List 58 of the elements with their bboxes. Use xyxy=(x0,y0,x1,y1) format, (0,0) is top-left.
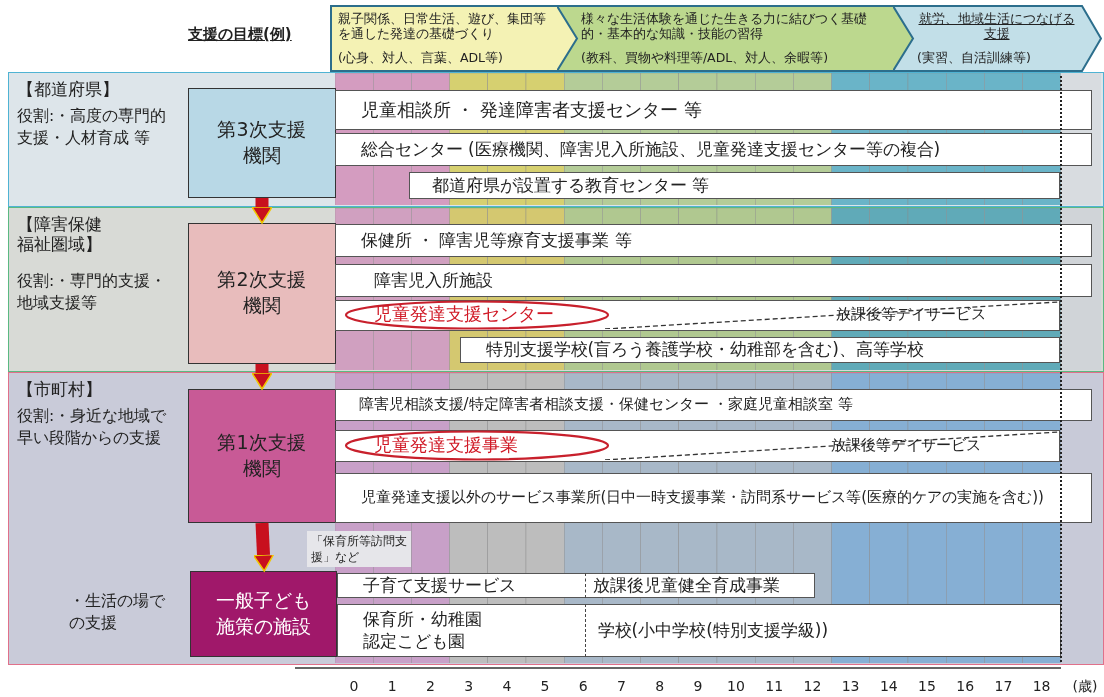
service-name: 児童発達支援センター xyxy=(373,303,554,325)
region-heading: 【都道府県】 xyxy=(17,79,120,100)
tick-label: 6 xyxy=(578,678,588,695)
tick-label: 4 xyxy=(502,678,512,695)
service-bar: 総合センター (医療機関、障害児入所施設、児童発達支援センター等の複合) xyxy=(334,132,1092,166)
goal-text: 就労、地域生活につなげる支援 xyxy=(917,11,1076,41)
service-bar: 学校(小中学校(特別支援学級)) xyxy=(584,603,1061,657)
service-bar: 特別支援学校(盲ろう養護学校・幼稚部を含む)、高等学校 xyxy=(459,336,1060,363)
tick-label: 16 xyxy=(956,678,975,695)
tick-label: 18 xyxy=(1032,678,1051,695)
edge-label: 「保育所等訪問支援」など xyxy=(307,531,411,568)
service-bar: 児童発達支援以外のサービス事業所(日中一時支援事業・訪問系サービス等(医療的ケアの実施を含む)) xyxy=(334,472,1092,523)
goal-text: 親子関係、日常生活、遊び、集団等を通した発達の基礎づくり xyxy=(338,11,547,41)
service-bar: 障害児相談支援/特定障害者相談支援・保健センター ・家庭児童相談室 等 xyxy=(334,388,1092,421)
tick-label: 2 xyxy=(426,678,435,695)
example-text: (実習、自活訓練等) xyxy=(917,50,1031,65)
service-bar: 保健所 ・ 障害児等療育支援事業 等 xyxy=(334,223,1092,257)
tick-label: 11 xyxy=(765,678,784,695)
service-name: 放課後等デイサービス xyxy=(835,305,986,323)
tick-label: 14 xyxy=(879,678,898,695)
tick-label: 7 xyxy=(617,678,626,695)
title: 支援の目標(例) xyxy=(188,25,292,43)
region-heading: 【障害保健福祉圏域】 xyxy=(17,214,103,255)
tick-label: 5 xyxy=(540,678,550,695)
tick-label: 15 xyxy=(918,678,936,695)
tick-label: 10 xyxy=(727,678,745,695)
arrow xyxy=(252,522,275,572)
service-name: 児童発達支援事業 xyxy=(373,433,518,456)
tier-box: 第1次支援機関 xyxy=(187,388,336,523)
example-text: (教科、買物や料理等/ADL、対人、余暇等) xyxy=(581,50,829,65)
service-bar: 児童相談所 ・ 発達障害者支援センター 等 xyxy=(334,89,1092,130)
example-text: (心身、対人、言葉、ADL等) xyxy=(338,50,503,65)
service-bar: 都道府県が設置する教育センター 等 xyxy=(408,171,1060,199)
tick-label: 17 xyxy=(994,678,1013,695)
service-name: 放課後等デイサービス xyxy=(830,435,981,454)
tier-box: 一般子ども施策の施設 xyxy=(189,570,337,657)
tick-label: 8 xyxy=(655,678,665,695)
arrow xyxy=(251,364,273,390)
arrow xyxy=(251,198,273,224)
tick-label: 12 xyxy=(803,678,822,695)
tick-label: (歳) xyxy=(1072,678,1098,695)
tick-label: 1 xyxy=(387,678,397,695)
tick-label: 9 xyxy=(693,678,703,695)
role-text: 役割:・高度の専門的支援・人材育成 等 xyxy=(17,106,167,150)
service-bar: 子育て支援サービス xyxy=(336,572,585,598)
service-bar: 障害児入所施設 xyxy=(334,263,1092,297)
role-text: 役割:・身近な地域で早い段階からの支援 xyxy=(17,406,167,450)
tier-box: 第2次支援機関 xyxy=(187,222,336,364)
goal-text: 様々な生活体験を通じた生きる力に結びつく基礎的・基本的な知識・技能の習得 xyxy=(581,11,868,41)
tick-label: 0 xyxy=(349,678,359,695)
role-text: ・生活の場での支援 xyxy=(69,591,166,635)
tier-box: 第3次支援機関 xyxy=(187,87,336,198)
service-bar: 保育所・幼稚園認定こども園 xyxy=(336,603,585,657)
region-heading: 【市町村】 xyxy=(17,379,103,400)
service-bar: 放課後児童健全育成事業 xyxy=(584,572,815,598)
tick-label: 3 xyxy=(464,678,474,695)
role-text: 役割:・専門的支援・地域支援等 xyxy=(17,271,167,315)
tick-label: 13 xyxy=(841,678,860,695)
